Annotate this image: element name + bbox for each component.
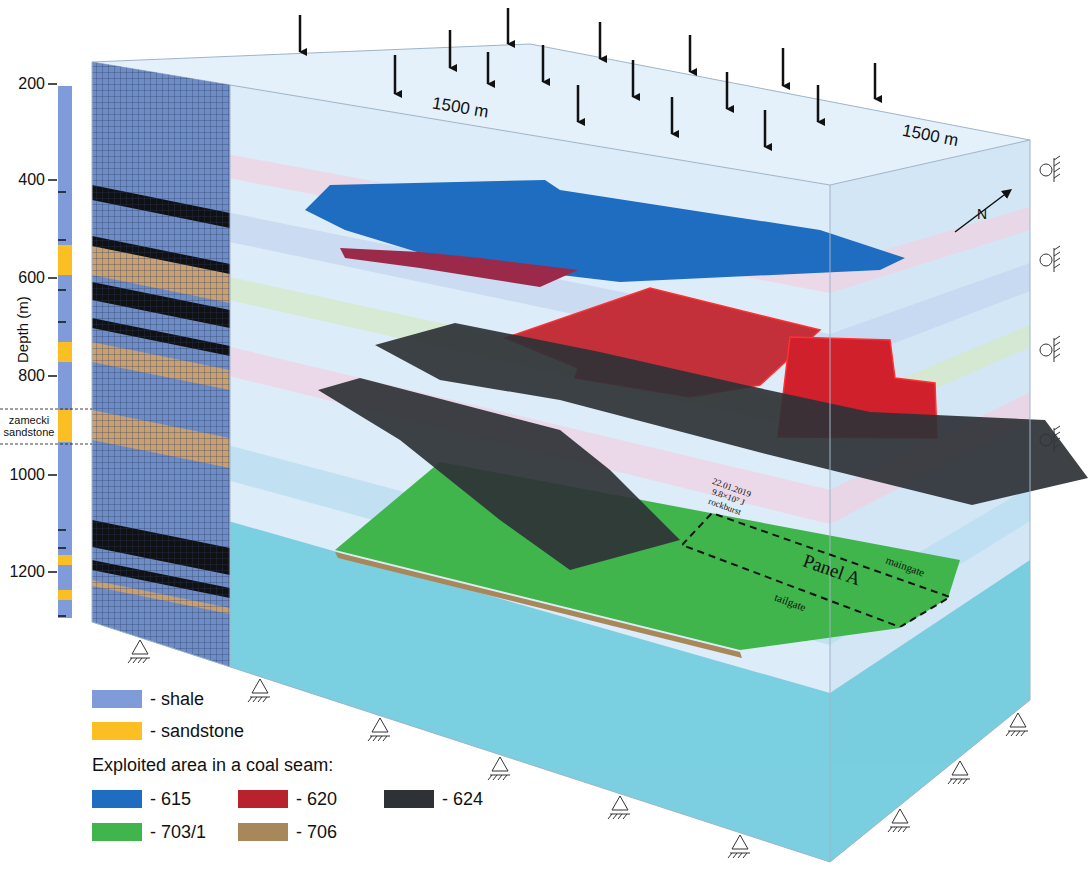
legend-swatch [92,790,142,808]
north-arrow [955,192,1008,232]
panel-outline: Panel A [682,513,950,627]
depth-tick-label: 1000 [9,466,45,484]
depth-axis [0,84,92,618]
seam-620 [340,248,578,287]
legend-label: - 615 [150,789,191,810]
legend-swatch [92,690,142,708]
legend-label: - sandstone [150,721,244,742]
legend-swatch [92,722,142,740]
axis-title: Depth (m) [13,297,30,364]
pin-supports [128,640,1028,858]
load-arrows [300,8,875,147]
legend-label: - 620 [296,789,337,810]
box-edges [92,62,1030,862]
depth-tick-label: 200 [18,75,45,93]
legend-swatch [92,823,142,841]
depth-tick-label: 400 [18,171,45,189]
legend-swatch [238,823,288,841]
mesh-column [92,62,230,667]
legend-label: - 703/1 [150,822,206,843]
legend-heading: Exploited area in a coal seam: [92,755,333,776]
seam-703 [335,462,960,650]
depth-tick-label: 800 [18,367,45,385]
roller-supports [1040,156,1060,452]
legend-swatch [238,790,288,808]
legend-label: - 624 [442,789,483,810]
seam-615 [305,180,905,282]
north-label: N [977,206,987,222]
layer-name: zamecki sandstone [0,414,58,438]
strata-bands [92,129,1030,862]
legend-label: - 706 [296,822,337,843]
seam-624 [318,378,680,570]
legend-swatch [384,790,434,808]
legend-label: - shale [150,689,204,710]
depth-tick-label: 1200 [9,563,45,581]
depth-tick-label: 600 [18,269,45,287]
